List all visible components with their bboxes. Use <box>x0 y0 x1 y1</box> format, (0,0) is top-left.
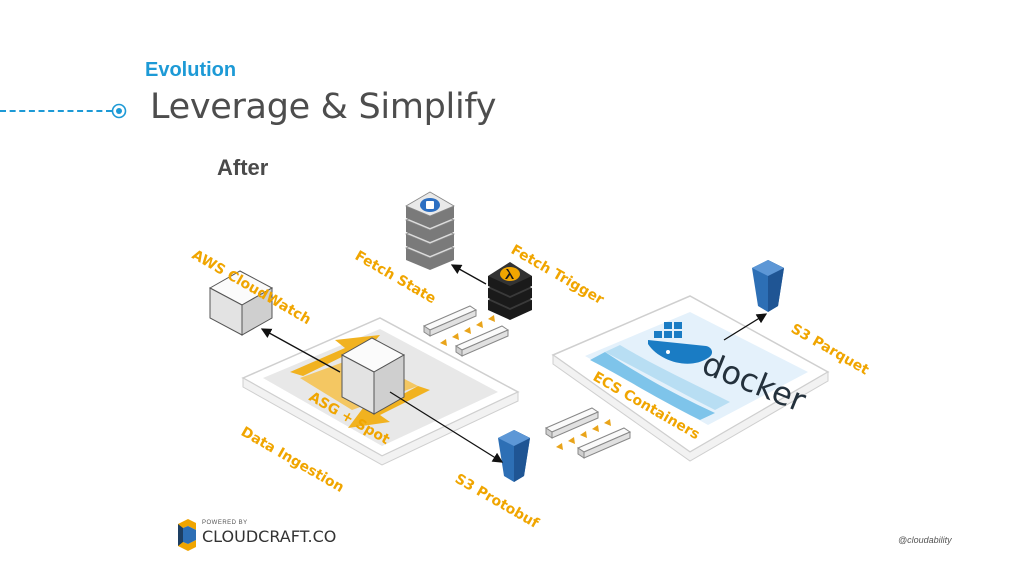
ecs-flow-blocks <box>544 407 632 459</box>
logo-powered-by: POWERED BY <box>202 520 248 526</box>
trigger-flow-blocks <box>422 305 510 357</box>
fetch-state-database-icon <box>404 191 456 270</box>
s3-protobuf-bucket-icon <box>498 430 530 482</box>
connector-arrows <box>260 264 768 463</box>
cloudcraft-logo-text: CLOUDCRAFT.CO <box>202 527 337 546</box>
timeline-dashed-line <box>0 110 112 112</box>
timeline-target-icon <box>111 103 127 119</box>
cloudwatch-cube-icon <box>208 270 274 336</box>
footer-handle: @cloudability <box>898 535 952 545</box>
ecs-platform <box>551 295 830 462</box>
page-title: Leverage & Simplify <box>150 87 497 127</box>
cloudcraft-logo-icon <box>178 519 196 551</box>
section-eyebrow: Evolution <box>145 59 237 81</box>
asg-cube-icon <box>340 337 406 415</box>
diagram-subtitle: After <box>217 155 269 180</box>
s3-parquet-bucket-icon <box>752 260 784 312</box>
fetch-trigger-lambda-icon <box>488 262 532 320</box>
docker-whale-icon <box>648 322 713 364</box>
